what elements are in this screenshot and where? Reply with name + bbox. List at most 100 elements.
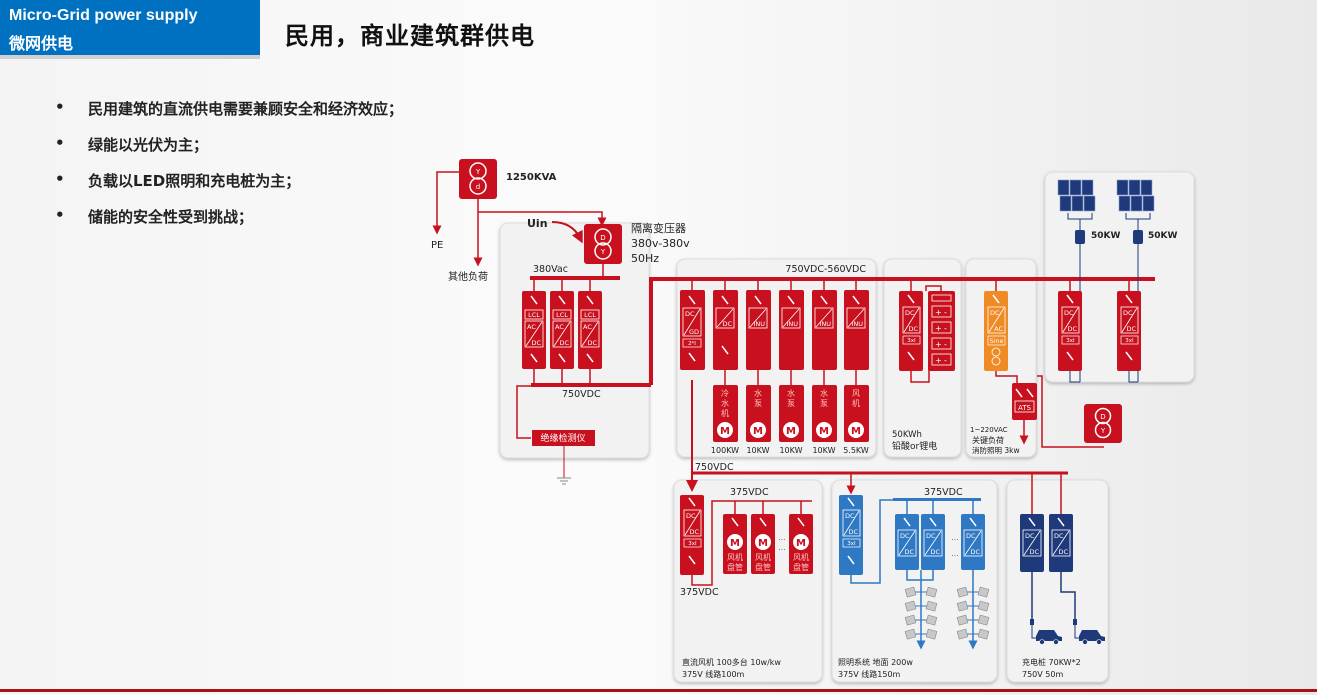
lamp-icon: [925, 614, 938, 626]
motor-power: 10KW: [812, 446, 835, 455]
switch-icon: [1066, 294, 1074, 304]
pv-limit-box: [1120, 335, 1139, 345]
converter-top: DC: [1123, 309, 1133, 317]
converter-diagonal: [898, 530, 916, 556]
fan-coil-dcdc-module: [680, 495, 704, 575]
converter-bottom: INU: [753, 320, 765, 328]
motor-letter: M: [786, 426, 796, 437]
car-icon: [1036, 630, 1062, 641]
converter-top: DC: [905, 309, 915, 317]
converter-diagonal: [1023, 530, 1041, 556]
battery-plus: +: [935, 308, 942, 317]
dc-gd-converter: [682, 307, 702, 337]
motor-load-name: 泵: [820, 399, 828, 408]
hvac-converter-module: [812, 290, 837, 370]
converter-diagonal: [924, 530, 942, 556]
converter-bottom: GD: [689, 328, 699, 336]
solar-panel-icon: [1116, 179, 1129, 196]
battery-minus: -: [944, 324, 947, 333]
converter-diagonal: [964, 530, 982, 556]
pe-wire: [432, 171, 459, 235]
dc-ac-converter: [987, 306, 1006, 334]
converter-bottom: DC: [689, 528, 699, 536]
battery-cell: [931, 321, 952, 334]
lamp-icon: [925, 586, 938, 598]
lighting-converter: [963, 529, 983, 557]
motor-letter: M: [851, 426, 861, 437]
converter-bottom: DC: [970, 548, 980, 556]
bullet-text: 绿能以光伏为主；: [88, 136, 209, 154]
ac-bus-label: 380Vac: [533, 264, 568, 275]
solar-panel-icon: [1071, 195, 1084, 212]
lighting-group: DCDC3xIDCDCDCDCDCDC......: [839, 495, 990, 650]
lighting-dcdc: [842, 509, 861, 537]
dc-bus-750: [531, 383, 651, 387]
converter-bottom: INU: [851, 320, 863, 328]
motor-icon: [816, 422, 832, 438]
converter-bottom: DC: [848, 528, 858, 536]
motor-letter: M: [819, 426, 829, 437]
solar-panel-icon: [1069, 179, 1082, 196]
motor-load-name: 水: [754, 388, 762, 398]
fan-coil-desc2: 375V 线路100m: [682, 669, 745, 679]
rectifier-module: [522, 291, 546, 369]
lighting-desc2: 375V 线路150m: [838, 669, 901, 679]
bullet-item: •负载以LED照明和充电桩为主；: [55, 170, 403, 206]
battery-cell: [931, 305, 952, 318]
converter-bottom: INU: [786, 320, 798, 328]
switch-icon: [847, 497, 855, 507]
battery-minus: -: [944, 340, 947, 349]
lcl-label: LCL: [584, 311, 596, 319]
charger-cable: [1060, 572, 1076, 620]
lamp-icon: [925, 600, 938, 612]
storage-limit-box: [902, 335, 921, 345]
critical-out: [995, 371, 1018, 384]
iso-freq: 50Hz: [631, 252, 659, 265]
inverter: [748, 307, 768, 329]
transformer-icon: [991, 356, 1001, 366]
switch-icon: [992, 294, 1000, 304]
converter-bottom: DC: [1067, 325, 1077, 333]
section-header: Micro-Grid power supply 微网供电: [0, 0, 260, 55]
converter-bottom: DC: [1058, 548, 1068, 556]
ats-module: [1012, 383, 1037, 420]
rectifier-module: [578, 291, 602, 369]
fan-coil-label: 风机: [727, 552, 743, 562]
bottom-transformer: D Y: [1084, 404, 1122, 443]
solar-panel-icon: [1057, 179, 1070, 196]
lamp-icon: [977, 614, 990, 626]
transformer-icon: [991, 347, 1001, 357]
converter-top: DC: [845, 512, 855, 520]
fan-coil-label: 风机: [793, 552, 809, 562]
sine-box: [987, 335, 1006, 346]
motor-icon: [750, 422, 766, 438]
dc-bus-750-label: 750VDC: [562, 389, 601, 400]
plug-icon: [1073, 619, 1077, 625]
solar-panel-icon: [1083, 195, 1096, 212]
insulation-monitor-label: 绝缘检测仪: [540, 432, 585, 444]
lcl-label: LCL: [528, 311, 540, 319]
lcl-box: [552, 309, 572, 320]
pv-limit-label: 3xI: [1066, 338, 1075, 344]
pe-label: PE: [431, 240, 443, 251]
storage-link-top: [925, 285, 942, 291]
lighting-dcdc-module: [839, 495, 863, 575]
critical-desc: 消防照明 3kw: [972, 445, 1020, 455]
lamp-icon: [904, 586, 917, 598]
lighting-merge: [906, 570, 934, 581]
converter-top: DC: [1054, 532, 1064, 540]
bullet-dot-icon: •: [55, 98, 65, 116]
converter-diagonal: [815, 308, 833, 328]
switch-icon: [1028, 517, 1036, 527]
page-title: 民用，商业建筑群供电: [285, 22, 535, 50]
motor-letter: M: [758, 538, 768, 549]
motor-load-name: 机: [721, 408, 729, 418]
switch-icon: [721, 295, 729, 305]
sine-label: Sine: [989, 337, 1003, 345]
motor-load-name: 泵: [754, 399, 762, 408]
lcl-label: LCL: [556, 311, 568, 319]
